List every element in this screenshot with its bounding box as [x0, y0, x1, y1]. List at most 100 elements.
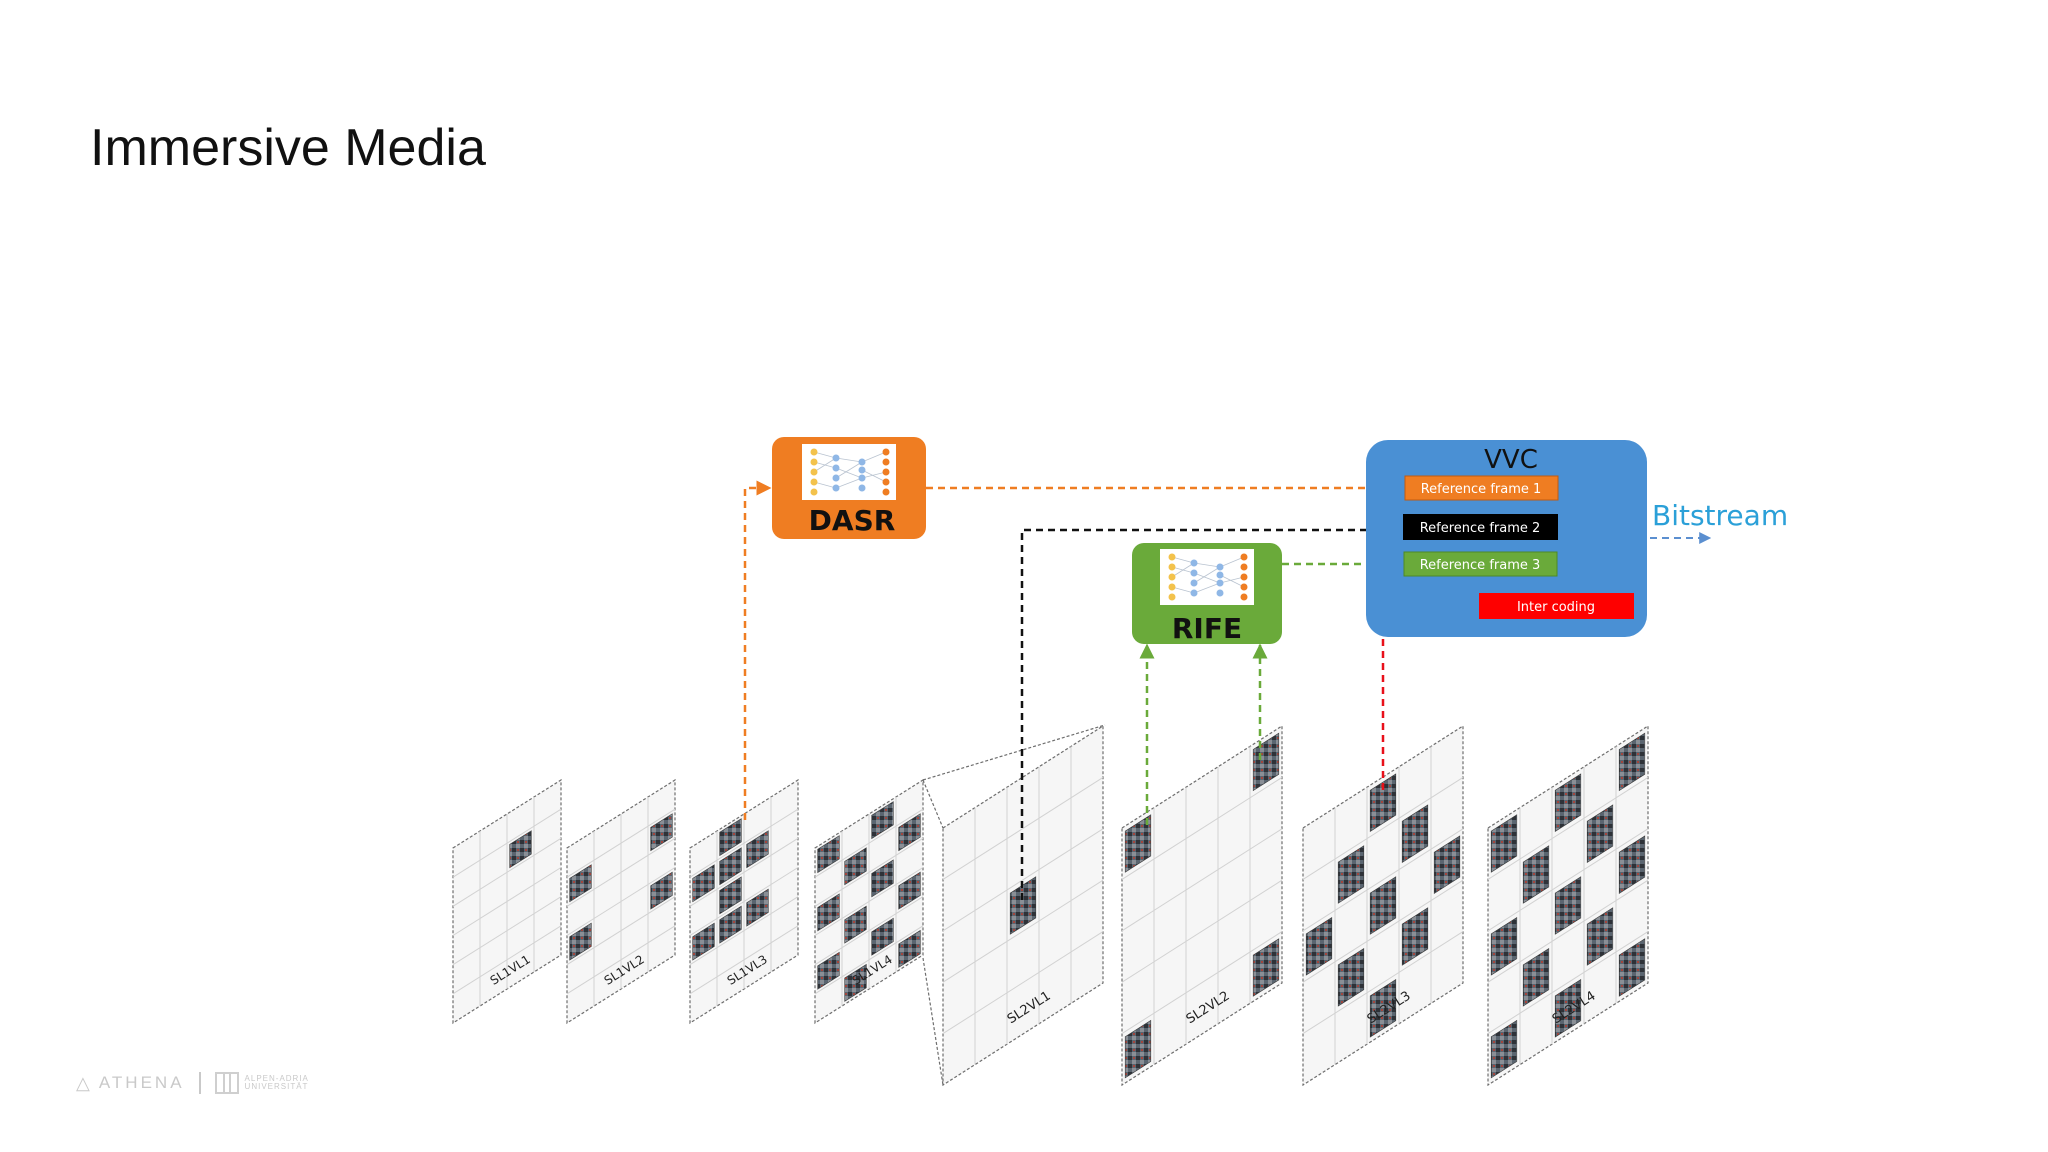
footer-logos: △ ATHENA ALPEN-ADRIA UNIVERSITÄT — [76, 1070, 309, 1096]
grid-line — [1487, 828, 1649, 932]
footer-divider — [198, 1072, 201, 1094]
reference-frame-2-label: Reference frame 2 — [1420, 521, 1541, 536]
captured-view-thumbnail — [1009, 876, 1037, 935]
grid-line — [814, 837, 924, 907]
inter-coding-label: Inter coding — [1517, 600, 1595, 615]
reference-frame-1-box — [1404, 475, 1559, 501]
grid-line — [1302, 931, 1464, 1035]
grid-line — [1121, 931, 1283, 1035]
grid-line — [942, 828, 1104, 932]
grid-line — [1302, 879, 1464, 983]
captured-view-thumbnail — [1490, 1019, 1518, 1079]
grid-line — [452, 896, 562, 966]
inter-coding-box — [1479, 593, 1634, 619]
captured-view-thumbnail — [650, 871, 673, 910]
captured-view-thumbnail — [1124, 814, 1152, 873]
dasr-input-arrow — [743, 480, 772, 820]
captured-view-thumbnail — [1586, 907, 1614, 966]
captured-view-thumbnail — [871, 859, 894, 898]
captured-view-thumbnail — [1369, 876, 1397, 935]
grid-line — [814, 808, 924, 878]
captured-view-thumbnail — [1554, 979, 1582, 1038]
grid-line — [814, 867, 924, 936]
reference-frame-2-box — [1403, 514, 1558, 540]
view-layer: SL1VL4 — [814, 778, 924, 1025]
captured-view-thumbnail — [746, 830, 769, 869]
slide-title: Immersive Media — [90, 119, 486, 177]
captured-view-thumbnail — [1433, 835, 1461, 894]
grid-line — [942, 776, 1104, 880]
grid-line — [689, 837, 799, 907]
captured-view-thumbnail — [569, 922, 592, 961]
athena-mark-icon: △ — [76, 1072, 93, 1093]
grid-line — [452, 867, 562, 936]
dasr-label: DASR — [809, 504, 896, 537]
vvc-module: VVC Reference frame 1 Reference frame 2 … — [1366, 440, 1647, 637]
grid-line — [566, 837, 676, 907]
grid-line — [689, 867, 799, 936]
athena-brand: ATHENA — [98, 1073, 185, 1092]
captured-view-thumbnail — [898, 871, 921, 910]
captured-view-thumbnail — [1618, 938, 1646, 997]
grid-line — [1302, 828, 1464, 932]
reference-frame-3-label: Reference frame 3 — [1420, 558, 1541, 573]
captured-view-thumbnail — [692, 864, 715, 903]
view-layer: SL1VL1 — [452, 778, 562, 1025]
captured-view-thumbnail — [1586, 804, 1614, 863]
grid-line — [814, 925, 924, 995]
reference-frame-3-box — [1403, 551, 1558, 577]
captured-view-thumbnail — [719, 818, 742, 857]
captured-view-thumbnail — [1554, 773, 1582, 832]
captured-view-thumbnail — [1522, 948, 1550, 1007]
view-layer: SL1VL2 — [566, 778, 676, 1025]
captured-view-thumbnail — [871, 801, 894, 840]
captured-view-thumbnail — [1618, 732, 1646, 792]
neural-network-icon — [802, 444, 896, 500]
grid-line — [689, 808, 799, 878]
captured-view-thumbnail — [1618, 835, 1646, 894]
grid-line — [566, 896, 676, 966]
captured-view-thumbnail — [1554, 876, 1582, 935]
captured-view-thumbnail — [871, 917, 894, 956]
captured-view-thumbnail — [719, 905, 742, 944]
dasr-module: DASR — [772, 437, 926, 539]
grid-line — [452, 808, 562, 878]
grid-line — [1487, 879, 1649, 983]
captured-view-thumbnail — [719, 876, 742, 915]
captured-view-thumbnail — [1337, 948, 1365, 1007]
layer-plane — [1121, 724, 1283, 1087]
captured-view-thumbnail — [692, 922, 715, 961]
grid-line — [942, 931, 1104, 1035]
grid-line — [1487, 931, 1649, 1035]
captured-view-thumbnail — [817, 893, 840, 932]
grid-line — [814, 896, 924, 966]
captured-view-thumbnail — [1490, 814, 1518, 873]
grid-line — [566, 867, 676, 936]
ref2-input-arrow — [1020, 522, 1402, 900]
university-mark-icon — [214, 1072, 239, 1094]
captured-view-thumbnail — [1401, 804, 1429, 863]
captured-view-thumbnail — [569, 864, 592, 903]
captured-view-thumbnail — [1124, 1019, 1152, 1079]
rife-label: RIFE — [1172, 612, 1242, 645]
vvc-label: VVC — [1484, 445, 1538, 475]
grid-line — [689, 896, 799, 966]
captured-view-thumbnail — [1522, 845, 1550, 904]
captured-view-thumbnail — [844, 847, 867, 886]
grid-line — [1121, 879, 1283, 983]
view-layer: SL2VL4 — [1487, 724, 1649, 1087]
captured-view-thumbnail — [898, 813, 921, 852]
grid-line — [1487, 776, 1649, 880]
rife-module: RIFE — [1132, 543, 1282, 645]
captured-view-thumbnail — [1369, 979, 1397, 1038]
grid-line — [1121, 776, 1283, 880]
grid-line — [1302, 776, 1464, 880]
captured-view-thumbnail — [1401, 907, 1429, 966]
grid-line — [689, 925, 799, 995]
captured-view-thumbnail — [817, 835, 840, 874]
view-layer: SL1VL3 — [689, 778, 799, 1025]
captured-view-thumbnail — [844, 905, 867, 944]
university-logo: ALPEN-ADRIA UNIVERSITÄT — [214, 1072, 309, 1094]
captured-view-thumbnail — [719, 847, 742, 886]
